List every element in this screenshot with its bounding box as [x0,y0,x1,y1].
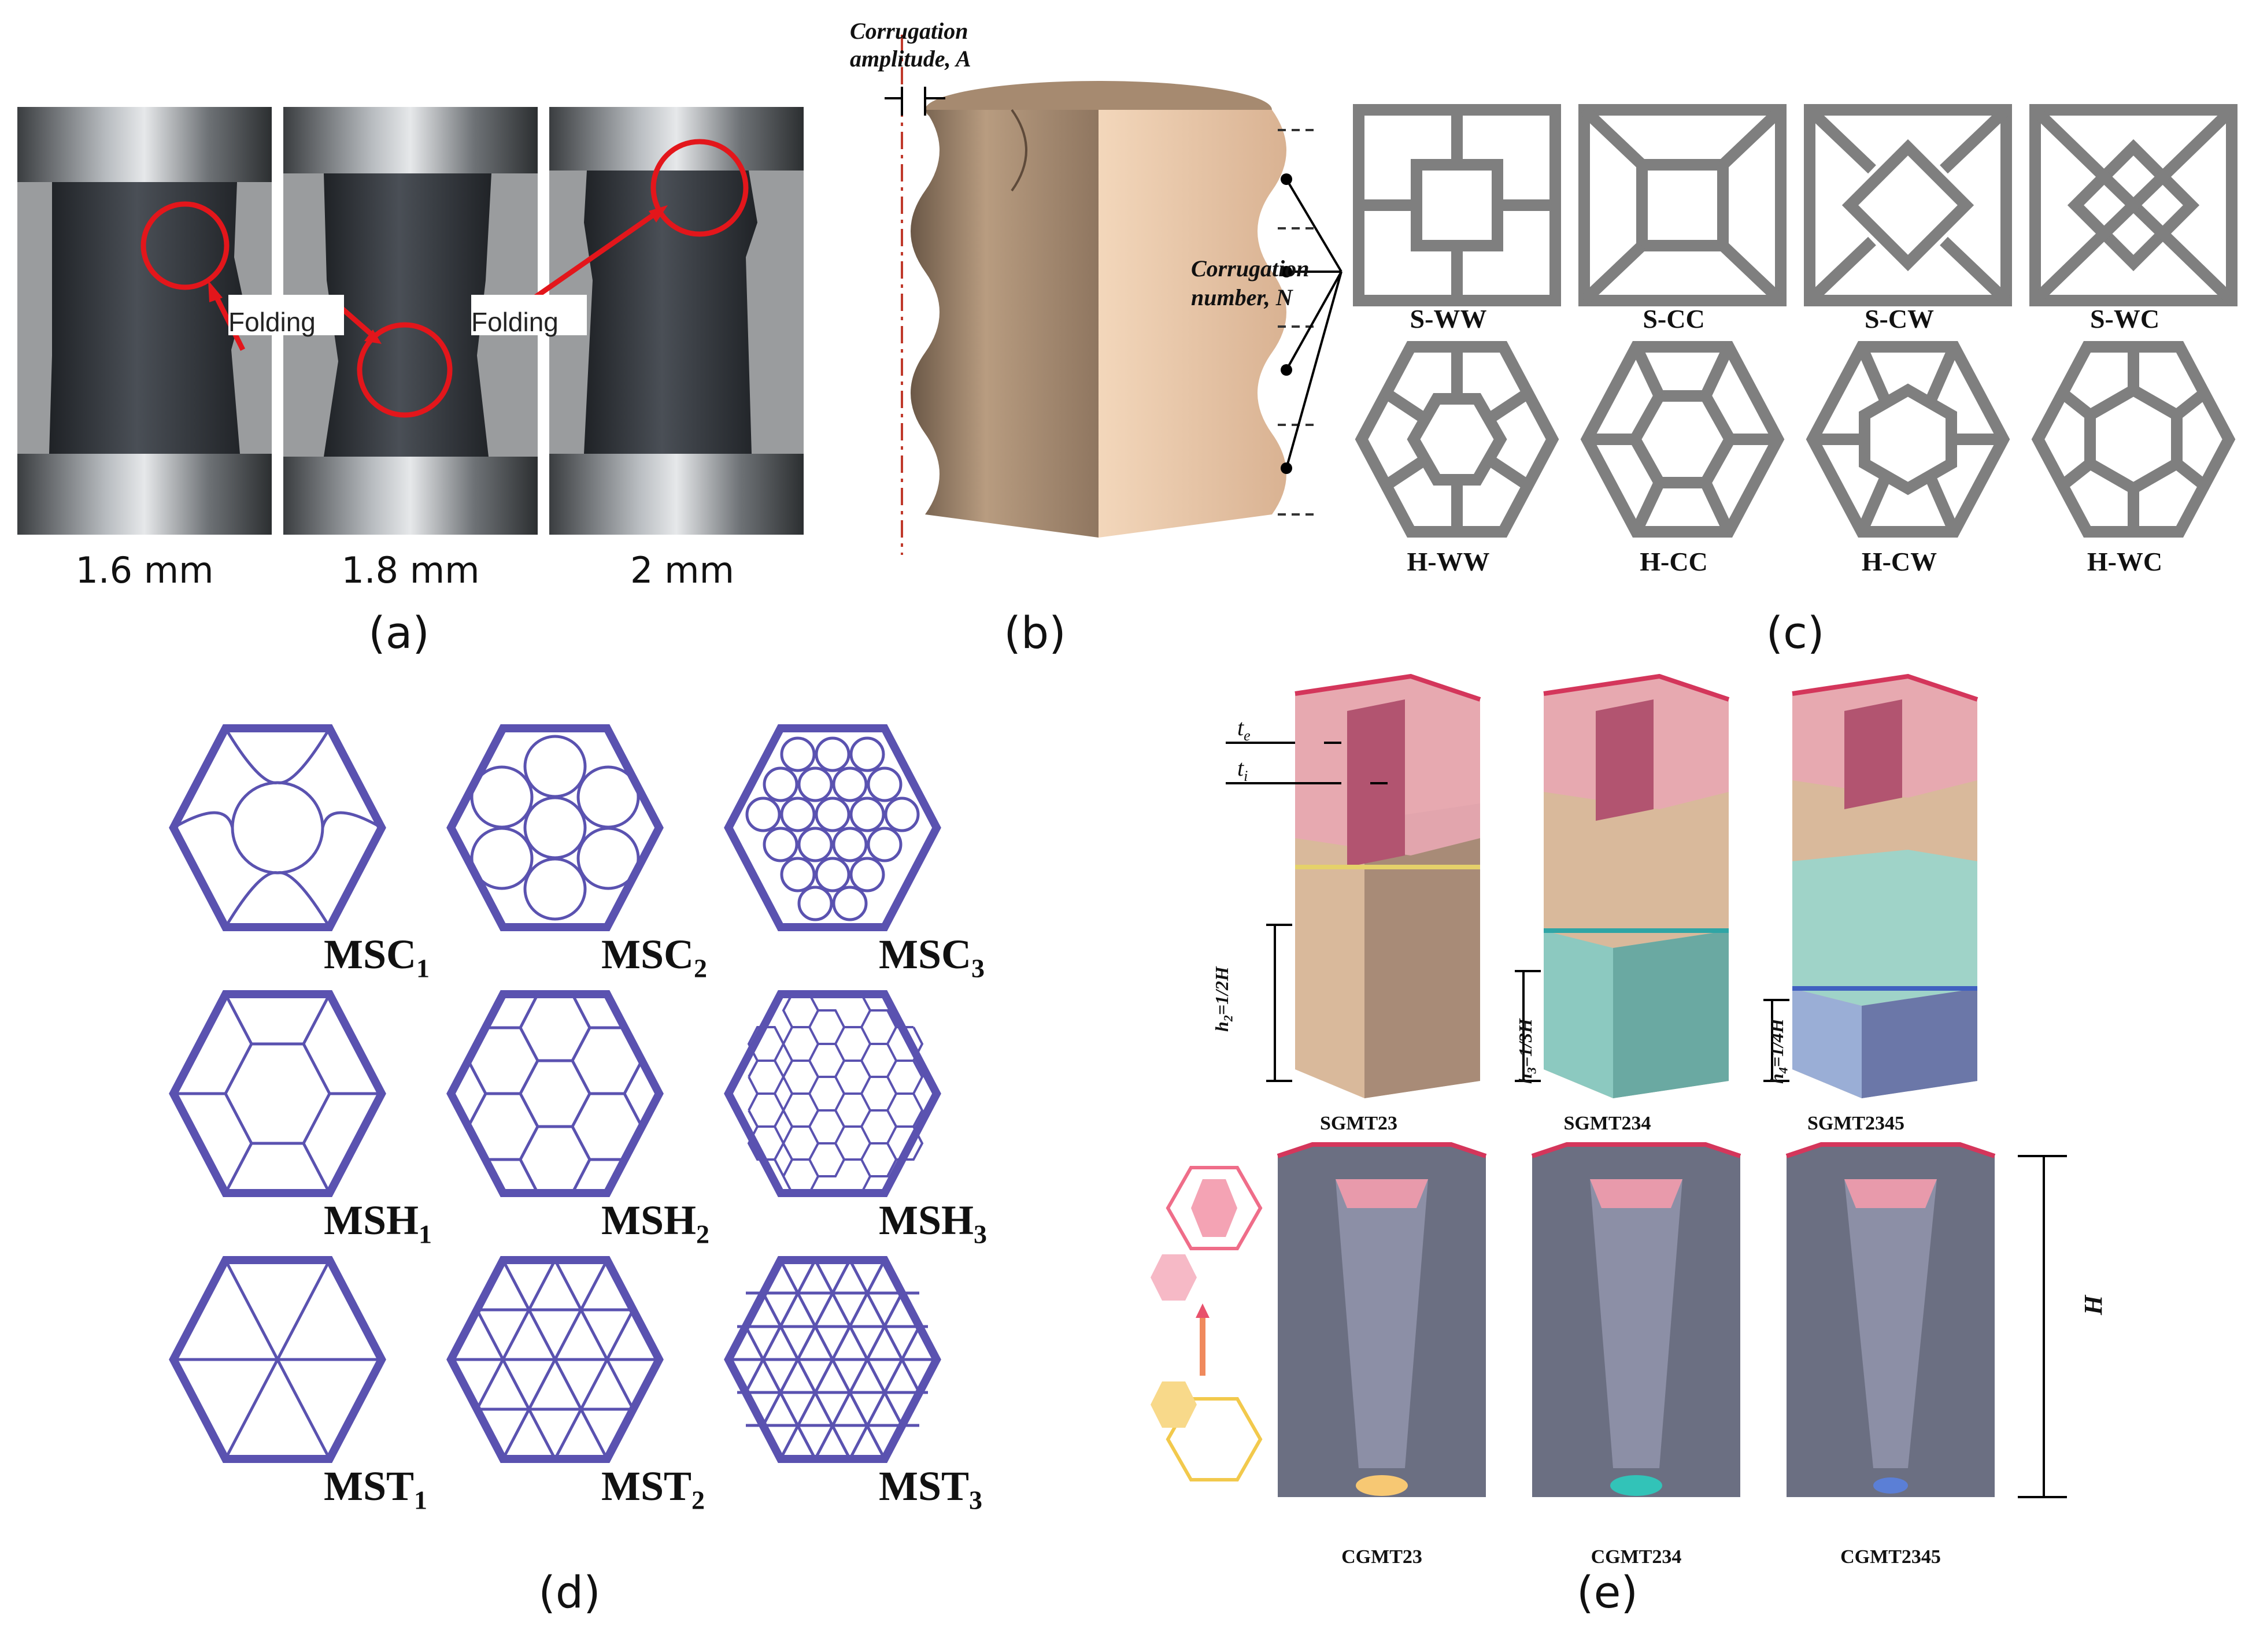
caption-sgmt2345: SGMT2345 [1807,1113,1905,1134]
cell-msc1 [169,724,386,931]
cell-h-ww [1355,341,1559,538]
fold-circle-3 [650,139,749,237]
folding-label-2: Folding [471,307,559,337]
crush-test-photos [17,107,804,535]
label-msh2: MSH2 [601,1197,710,1249]
panel-label-e: (e) [1576,1566,1639,1618]
label-msc2: MSC2 [601,931,707,983]
cell-mst1 [169,1256,386,1463]
cell-mst2 [446,1256,664,1463]
panel-label-c: (c) [1766,607,1825,658]
folding-label-1: Folding [228,307,316,337]
h2-label: h2=1/2H [1211,966,1236,1032]
cell-s-ww [1353,104,1561,306]
caption-a-3: 2 mm [630,549,734,591]
sgmt23-render [1295,673,1481,1098]
label-mst3: MST3 [879,1463,983,1515]
height-label: H [2079,1295,2107,1315]
cell-s-cc [1578,104,1787,306]
panel-label-b: (b) [1004,607,1066,658]
cell-s-cw [1804,104,2012,306]
label-h-cc: H-CC [1640,547,1708,576]
cell-h-cw [1806,341,2010,538]
sgmt234-render [1543,673,1730,1098]
cell-h-cc [1580,341,1785,538]
cell-msh2 [446,990,664,1197]
panel-label-a: (a) [368,607,430,658]
label-s-cw: S-CW [1864,304,1935,334]
caption-a-2: 1.8 mm [341,549,480,591]
caption-cgmt23: CGMT23 [1341,1546,1422,1568]
label-s-cc: S-CC [1643,304,1705,334]
square-hexagon-cells [1353,104,2237,538]
te-label: te [1237,714,1251,744]
graded-tube-renders [1151,673,2067,1498]
label-s-ww: S-WW [1410,304,1487,334]
label-mst2: MST2 [601,1463,705,1515]
multi-cell-hexagons [169,724,941,1463]
cgmt-icons [1151,1166,1263,1481]
photo-2mm [549,107,804,535]
cell-msh1 [169,990,386,1197]
label-h-ww: H-WW [1407,547,1490,576]
label-msc1: MSC1 [324,931,430,983]
fold-circle-2 [357,322,453,418]
corrugation-number-label: Corrugation number, N [1191,255,1310,310]
caption-cgmt234: CGMT234 [1591,1546,1682,1568]
caption-sgmt23: SGMT23 [1319,1113,1398,1134]
corrugated-tube-illustration [885,35,1342,555]
fold-circle-1 [140,201,230,290]
h4-label: h4=1/4H [1766,1018,1791,1084]
label-msh3: MSH3 [879,1197,988,1249]
label-h-cw: H-CW [1861,547,1937,576]
label-mst1: MST1 [324,1463,428,1515]
caption-sgmt234: SGMT234 [1563,1113,1651,1134]
label-s-wc: S-WC [2089,304,2160,334]
sgmt2345-render [1792,673,1978,1098]
caption-cgmt2345: CGMT2345 [1840,1546,1941,1568]
cell-mst3 [724,1256,941,1463]
h3-label: h3=1/3H [1515,1018,1539,1084]
caption-a-1: 1.6 mm [75,549,214,591]
cell-s-wc [2029,104,2237,306]
cell-msc3 [724,724,941,931]
amplitude-label: Corrugation amplitude, A [850,18,971,72]
label-msc3: MSC3 [879,931,985,983]
cgmt23-render [1277,1142,1487,1497]
cell-h-wc [2031,341,2236,538]
ti-label: ti [1237,755,1248,784]
cell-msc2 [446,724,664,931]
cell-msh3 [724,990,941,1197]
panel-label-d: (d) [538,1566,601,1618]
label-h-wc: H-WC [2087,547,2163,576]
cgmt234-render [1531,1142,1741,1497]
label-msh1: MSH1 [324,1197,432,1249]
cgmt2345-render [1785,1142,1996,1497]
